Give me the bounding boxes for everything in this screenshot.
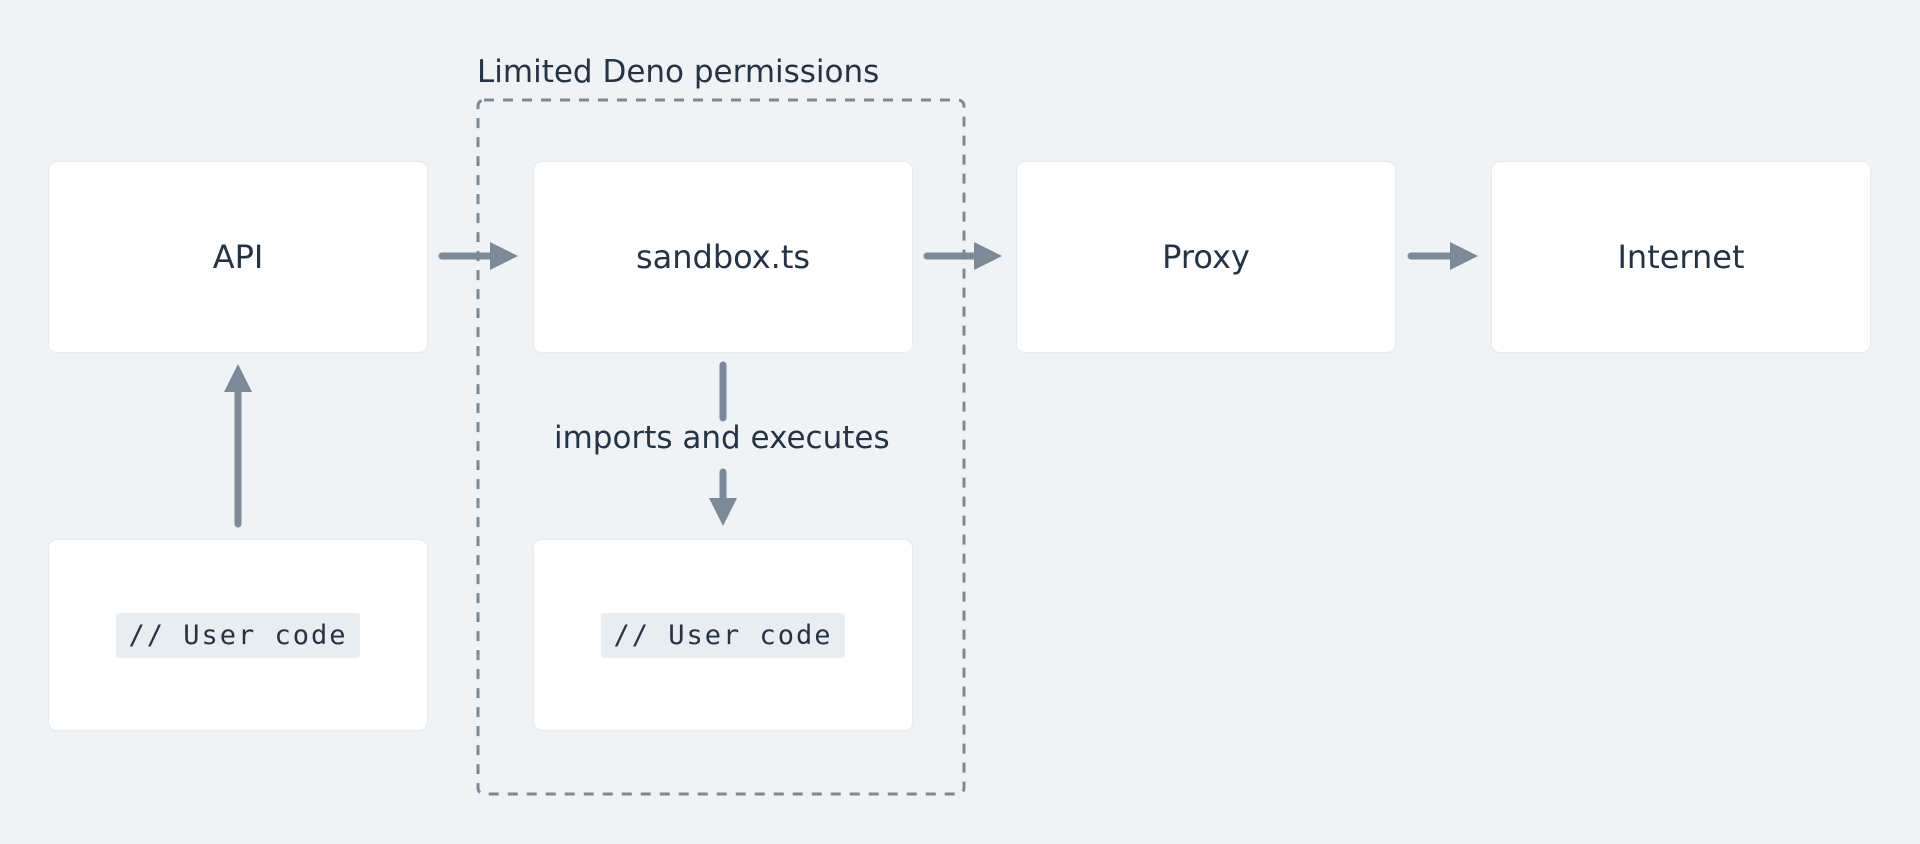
user-code-node-right: // User code bbox=[534, 540, 912, 730]
internet-node-label: Internet bbox=[1617, 238, 1745, 276]
group-label: Limited Deno permissions bbox=[477, 54, 880, 90]
internet-node: Internet bbox=[1492, 162, 1870, 352]
user-code-node-left: // User code bbox=[49, 540, 427, 730]
imports-and-executes-label: imports and executes bbox=[554, 420, 890, 456]
proxy-node-label: Proxy bbox=[1162, 238, 1250, 276]
api-node: API bbox=[49, 162, 427, 352]
sandbox-node-label: sandbox.ts bbox=[635, 238, 811, 276]
user-code-snippet-left: // User code bbox=[116, 612, 360, 658]
user-code-snippet-right: // User code bbox=[601, 612, 845, 658]
api-node-label: API bbox=[212, 238, 264, 276]
sandbox-node: sandbox.ts bbox=[534, 162, 912, 352]
proxy-node: Proxy bbox=[1017, 162, 1395, 352]
